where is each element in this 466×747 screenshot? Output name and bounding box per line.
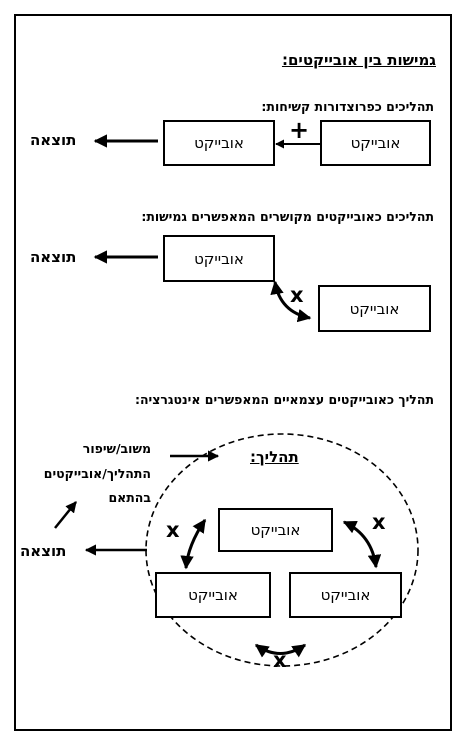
process-object-top: אובייקט [218,508,333,552]
section1-object-right: אובייקט [320,120,431,166]
section2-result-label: תוצאה [30,248,77,266]
feedback-line-3: בהתאם [108,490,151,505]
flex-arrow-left [180,518,207,570]
section2-object-top: אובייקט [163,235,275,282]
section2-flex-arrow [270,280,312,323]
process-object-right: אובייקט [289,572,402,618]
section1-object-left: אובייקט [163,120,275,166]
feedback-line-1: משוב/שיפור [82,441,151,456]
section2-x-mark: x [290,283,304,307]
feedback-line-2: התהליך/אובייקטים [43,466,151,481]
feedback-up-arrow [54,501,77,529]
process-object-left: אובייקט [155,572,271,618]
process-x-mark-left: x [166,518,180,542]
process-circle [145,433,419,667]
section3-heading: תהליך כאובייקטים עצמאיים המאפשרים אינטגר… [134,392,434,407]
process-x-mark-right: x [372,510,386,534]
diagram-frame [14,14,452,731]
process-label: תהליך: [250,448,299,466]
section3-result-label: תוצאה [20,542,67,560]
section2-object-bottom: אובייקט [318,285,431,332]
section1-plus-mark: + [289,116,310,144]
flex-arrow-bottom [254,643,307,658]
section1-heading: תהליכים כפרוצדורות קשיחות: [261,99,434,114]
flex-arrow-right [342,520,382,569]
section1-result-label: תוצאה [30,131,77,149]
section2-heading: תהליכים כאובייקטים מקושרים המאפשרים גמיש… [141,209,434,224]
process-x-mark-bottom: x [273,648,287,672]
page-title: גמישות בין אובייקטים: [281,51,436,69]
